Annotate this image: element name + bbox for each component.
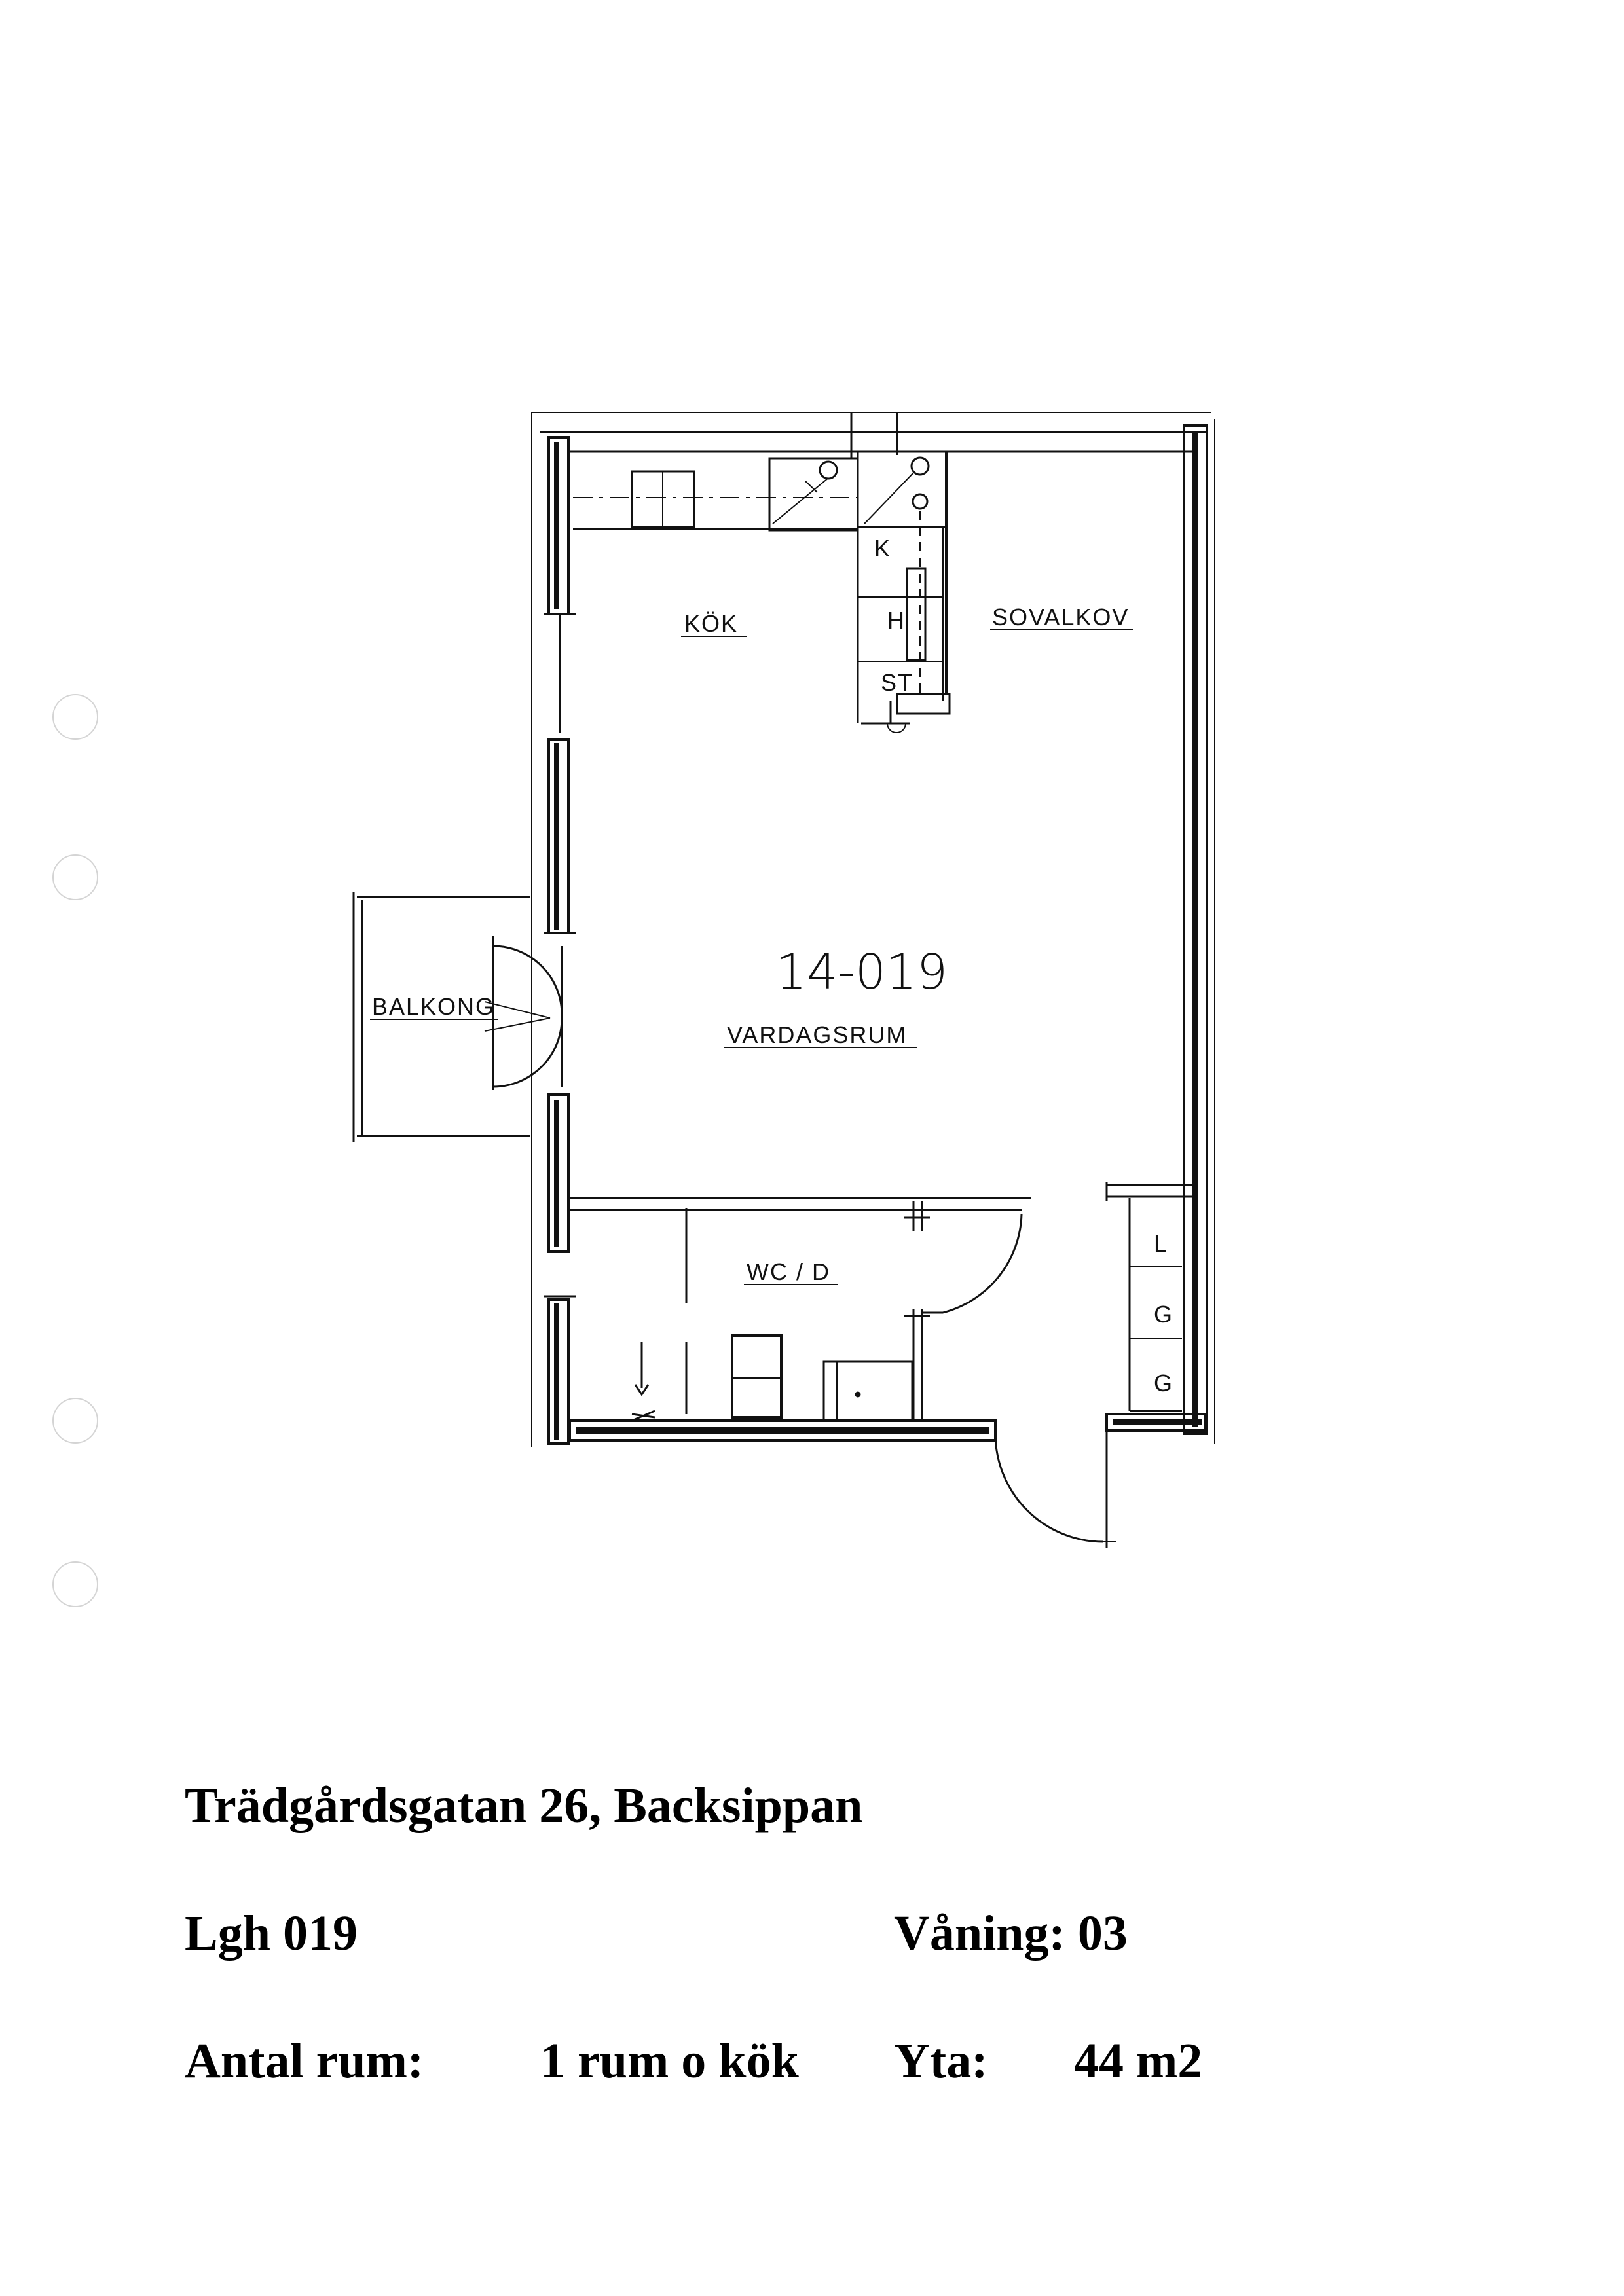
area-value: 44 m2 xyxy=(1074,2033,1203,2088)
storage-label-g1: G xyxy=(1154,1301,1173,1328)
room-label-kitchen: KÖK xyxy=(684,610,738,637)
floor-number: Våning: 03 xyxy=(894,1906,1128,1961)
punch-hole-3 xyxy=(52,1398,98,1444)
rooms-label: Antal rum: xyxy=(185,2033,424,2088)
fixture-label-st: ST xyxy=(881,669,913,696)
apartment-code-handwritten: 14-019 xyxy=(776,944,948,1000)
address-title: Trädgårdsgatan 26, Backsippan xyxy=(185,1778,863,1833)
room-label-living-room: VARDAGSRUM xyxy=(727,1021,907,1048)
punch-hole-1 xyxy=(52,694,98,740)
room-label-balcony: BALKONG xyxy=(372,993,495,1020)
apartment-number: Lgh 019 xyxy=(185,1906,358,1961)
room-label-bedroom-alcove: SOVALKOV xyxy=(992,604,1129,630)
punch-hole-4 xyxy=(52,1561,98,1607)
fixture-label-h: H xyxy=(887,607,906,634)
storage-label-g2: G xyxy=(1154,1370,1173,1396)
room-label-bathroom: WC / D xyxy=(747,1258,830,1285)
fixture-label-k: K xyxy=(874,535,891,562)
storage-label-l: L xyxy=(1154,1230,1168,1257)
area-label: Yta: xyxy=(894,2033,988,2088)
floor-plan: KÖK SOVALKOV BALKONG VARDAGSRUM WC / D 1… xyxy=(352,412,1215,1548)
punch-hole-2 xyxy=(52,854,98,900)
rooms-value: 1 rum o kök xyxy=(540,2033,799,2088)
